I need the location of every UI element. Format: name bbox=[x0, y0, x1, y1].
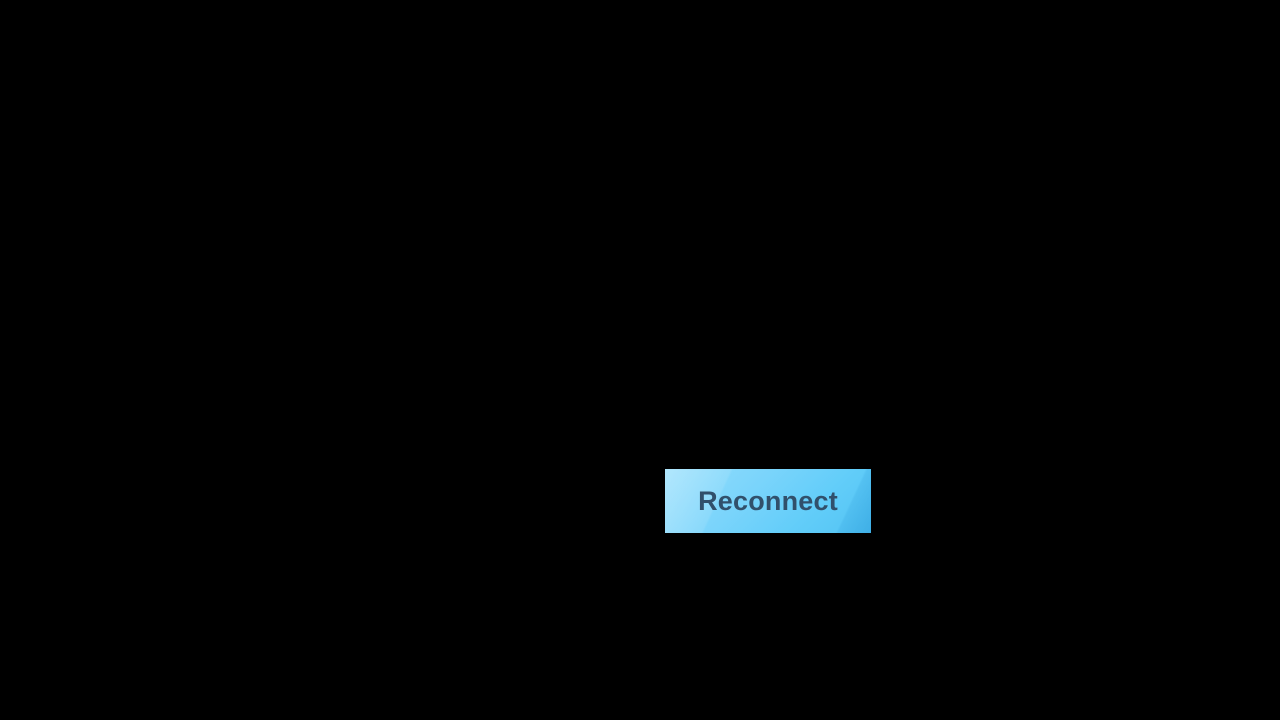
reconnect-button[interactable]: Reconnect bbox=[665, 469, 871, 533]
reconnect-button-label: Reconnect bbox=[698, 485, 838, 516]
